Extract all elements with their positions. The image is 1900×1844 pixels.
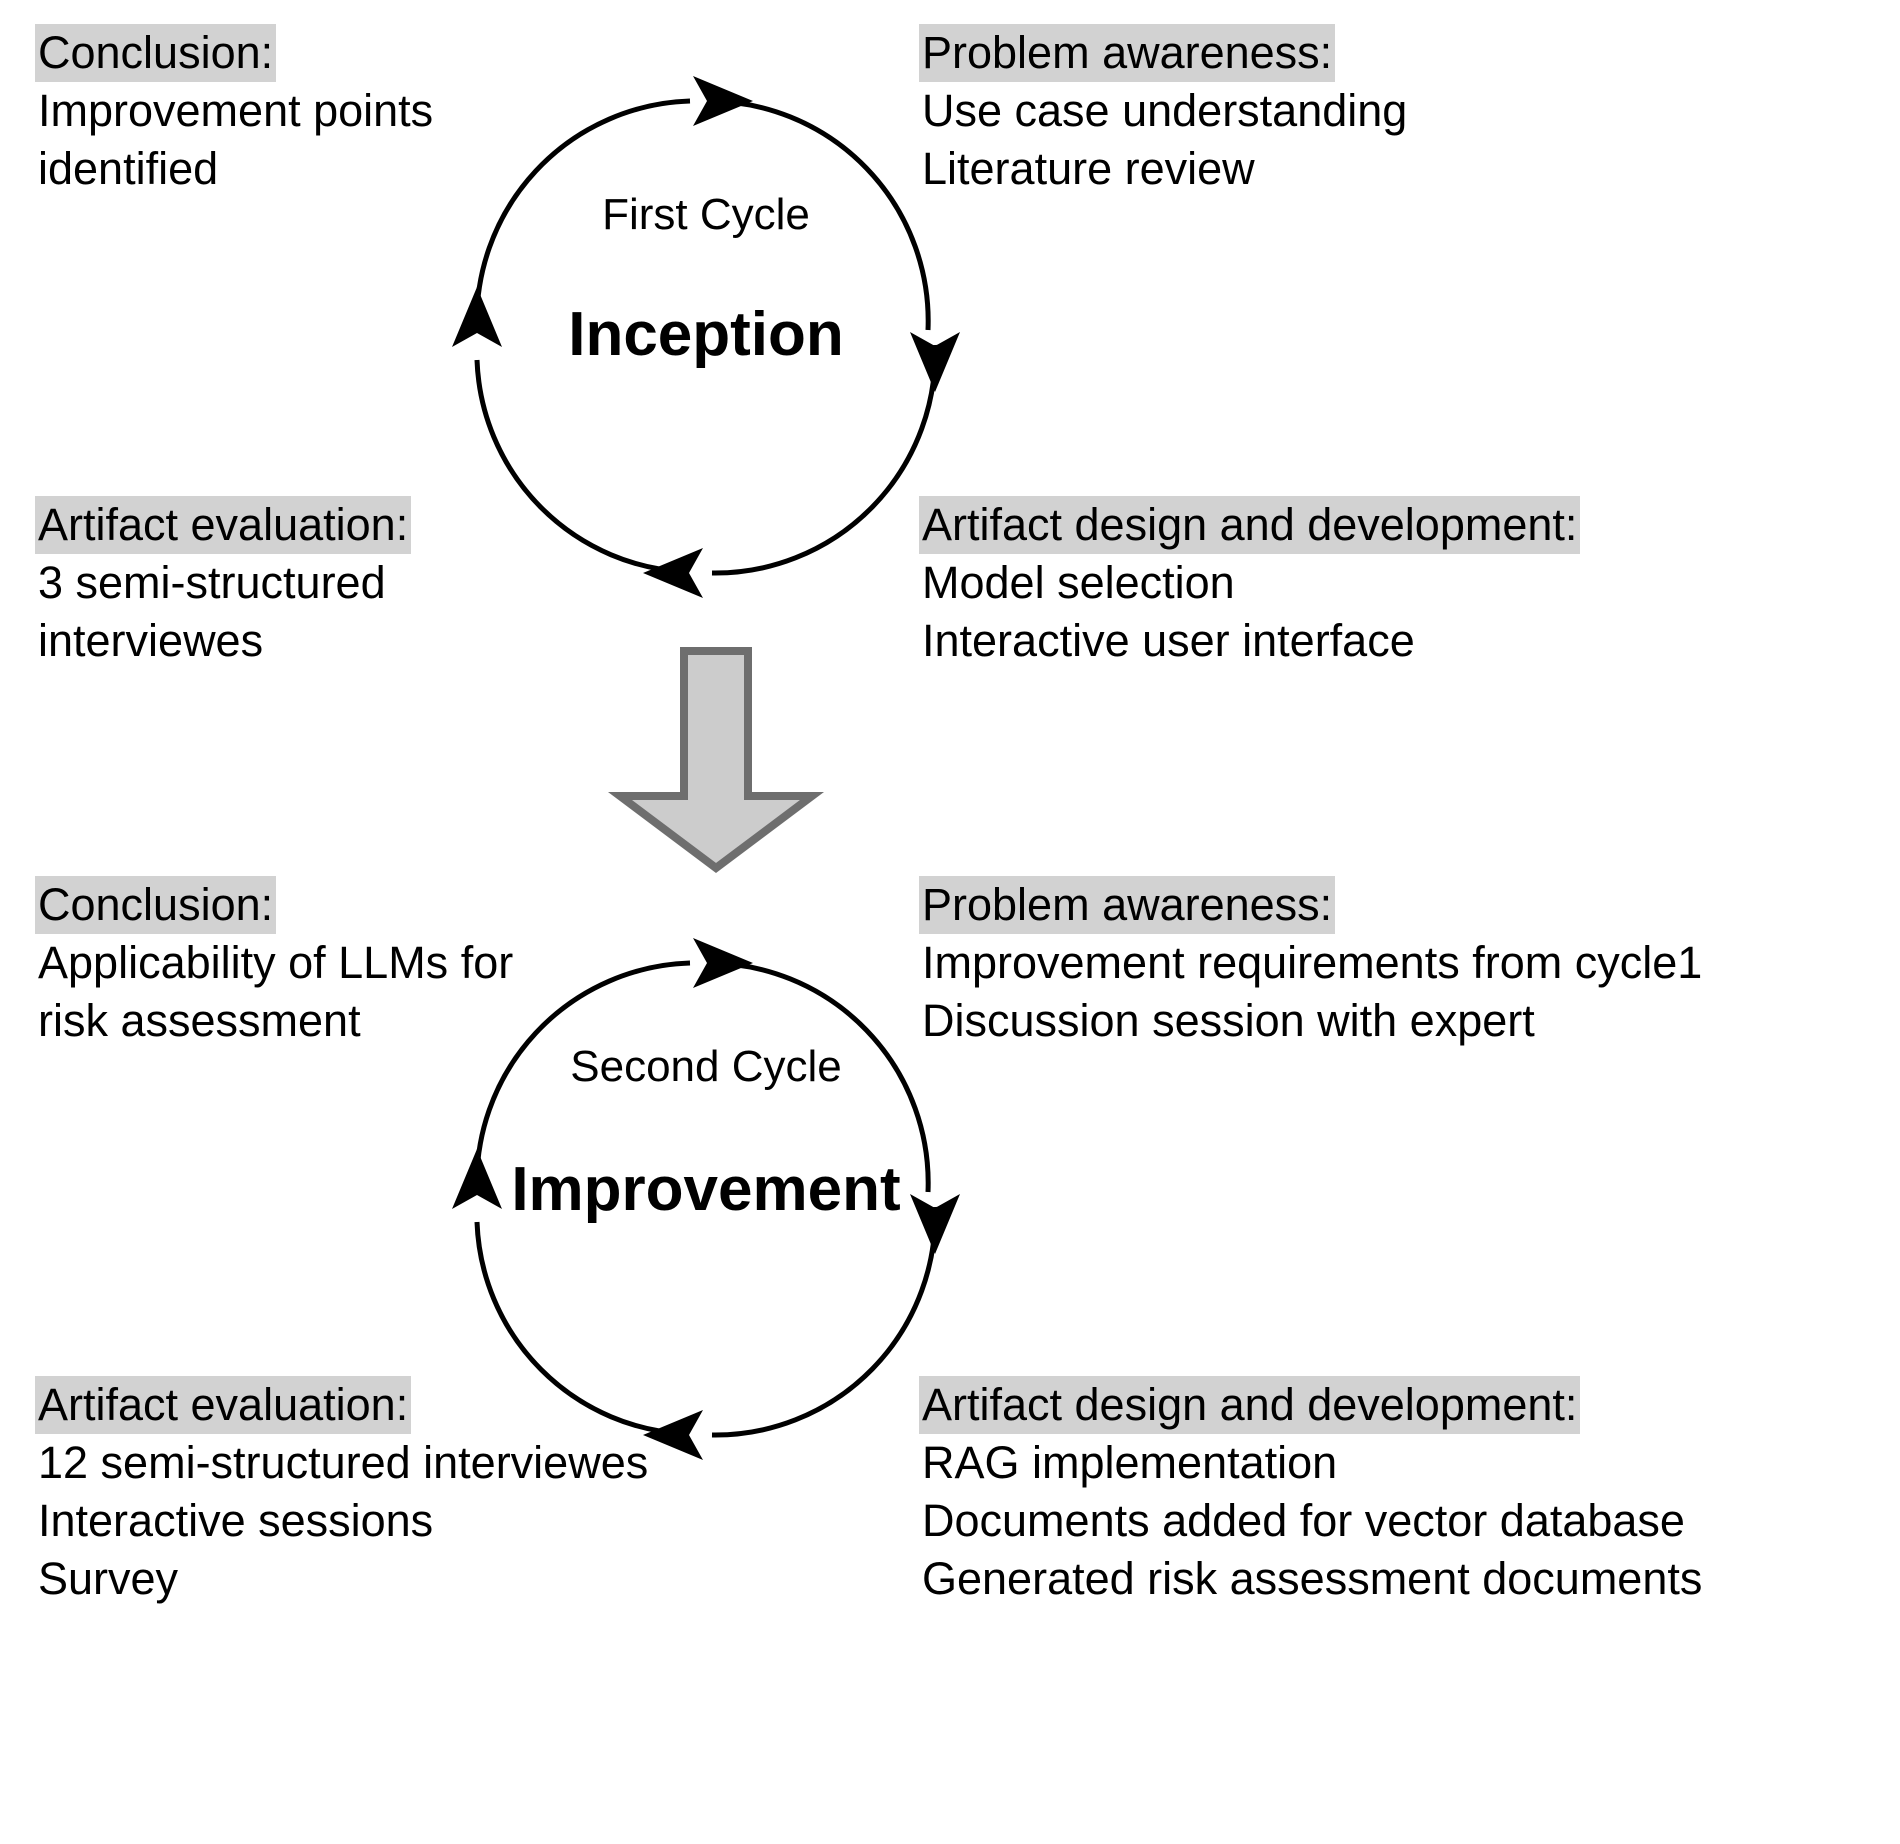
cycle1-problem-awareness-line-2: Literature review <box>922 143 1255 194</box>
cycle1-artifact-evaluation-line-2: interviewes <box>38 615 264 666</box>
cycle2-problem-awareness-line-2: Discussion session with expert <box>922 995 1535 1046</box>
cycle1-artifact-design-header: Artifact design and development: <box>919 496 1581 554</box>
cycle1-conclusion-block: Conclusion: Improvement points identifie… <box>35 24 434 198</box>
transition-arrow <box>608 647 824 873</box>
cycle1-artifact-design-line-1: Model selection <box>922 557 1235 608</box>
cycle2-artifact-design-block: Artifact design and development: RAG imp… <box>919 1376 1703 1608</box>
cycle2-conclusion-line-2: risk assessment <box>38 995 361 1046</box>
first-cycle-title: Inception <box>568 300 844 369</box>
cycle2-problem-awareness-line-1: Improvement requirements from cycle1 <box>922 937 1703 988</box>
arrowhead-bottom <box>643 548 703 598</box>
arrowhead-top-2 <box>693 938 753 988</box>
cycle2-artifact-evaluation-block: Artifact evaluation: 12 semi-structured … <box>35 1376 649 1608</box>
cycle1-artifact-evaluation-block: Artifact evaluation: 3 semi-structured i… <box>35 496 412 670</box>
cycle2-artifact-evaluation-line-3: Survey <box>38 1553 179 1604</box>
arrowhead-top <box>693 76 753 126</box>
cycle1-problem-awareness-line-1: Use case understanding <box>922 85 1408 136</box>
arrowhead-bottom-2 <box>643 1410 703 1460</box>
cycle1-artifact-evaluation-line-1: 3 semi-structured <box>38 557 386 608</box>
cycle1-artifact-design-block: Artifact design and development: Model s… <box>919 496 1581 670</box>
cycle2-conclusion-block: Conclusion: Applicability of LLMs for ri… <box>35 876 514 1050</box>
cycle2-artifact-design-header: Artifact design and development: <box>919 1376 1581 1434</box>
cycle2-conclusion-header: Conclusion: <box>35 876 277 934</box>
second-cycle-title: Improvement <box>511 1155 901 1224</box>
cycle2-artifact-evaluation-line-2: Interactive sessions <box>38 1495 434 1546</box>
cycle1-artifact-design-line-2: Interactive user interface <box>922 615 1415 666</box>
cycle2-artifact-design-line-1: RAG implementation <box>922 1437 1338 1488</box>
cycle2-conclusion-line-1: Applicability of LLMs for <box>38 937 514 988</box>
cycle2-artifact-design-line-3: Generated risk assessment documents <box>922 1553 1703 1604</box>
cycle1-conclusion-header: Conclusion: <box>35 24 277 82</box>
cycle1-problem-awareness-header: Problem awareness: <box>919 24 1336 82</box>
second-cycle-label: Second Cycle <box>570 1042 842 1091</box>
cycle1-artifact-evaluation-header: Artifact evaluation: <box>35 496 412 554</box>
cycle2-artifact-design-line-2: Documents added for vector database <box>922 1495 1685 1546</box>
cycle2-artifact-evaluation-line-1: 12 semi-structured interviewes <box>38 1437 649 1488</box>
first-cycle-label: First Cycle <box>602 190 810 239</box>
cycle1-conclusion-line-1: Improvement points <box>38 85 434 136</box>
cycle2-problem-awareness-block: Problem awareness: Improvement requireme… <box>919 876 1703 1050</box>
cycle1-problem-awareness-block: Problem awareness: Use case understandin… <box>919 24 1408 198</box>
cycle2-artifact-evaluation-header: Artifact evaluation: <box>35 1376 412 1434</box>
cycle2-problem-awareness-header: Problem awareness: <box>919 876 1336 934</box>
cycle1-conclusion-line-2: identified <box>38 143 219 194</box>
